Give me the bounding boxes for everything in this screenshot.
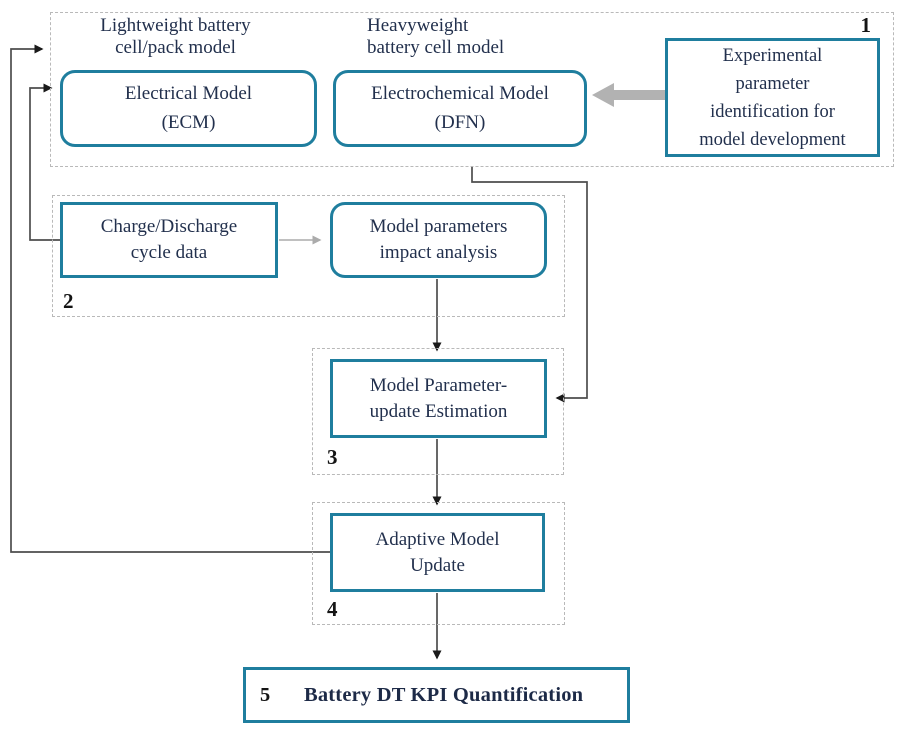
dfn-box-line2: (DFN)	[434, 112, 486, 133]
experimental-box-line4: model development	[699, 129, 846, 150]
kpi-box-label: Battery DT KPI Quantification	[303, 683, 584, 706]
adaptive-model-update-box: Adaptive Model Update	[330, 513, 545, 592]
section5-number: 5	[260, 683, 271, 706]
electrical-model-ecm-box: Electrical Model (ECM)	[60, 70, 317, 147]
experimental-box-line1: Experimental	[722, 45, 823, 66]
parameter-update-box-line2: update Estimation	[369, 400, 508, 422]
heavyweight-title-line2: battery cell model	[367, 37, 505, 58]
experimental-box-line2: parameter	[735, 73, 810, 94]
heavyweight-model-title: Heavyweight battery cell model	[367, 15, 567, 59]
electrochemical-model-dfn-box: Electrochemical Model (DFN)	[333, 70, 587, 147]
adaptive-update-box-line2: Update	[410, 554, 465, 576]
lightweight-title-line1: Lightweight battery	[100, 15, 251, 36]
impact-box-line1: Model parameters	[369, 216, 508, 237]
section4-number: 4	[327, 597, 338, 621]
section2-number: 2	[63, 289, 74, 313]
cycle-data-box-line1: Charge/Discharge	[100, 216, 238, 237]
heavyweight-title-line1: Heavyweight	[367, 15, 469, 36]
lightweight-title-line2: cell/pack model	[115, 37, 236, 58]
model-parameter-update-estimation-box: Model Parameter- update Estimation	[330, 359, 547, 438]
parameter-update-box-line1: Model Parameter-	[369, 374, 508, 396]
cycle-data-box-line2: cycle data	[130, 242, 208, 263]
lightweight-model-title: Lightweight battery cell/pack model	[78, 15, 273, 59]
battery-dt-kpi-quantification-box: 5 Battery DT KPI Quantification	[243, 667, 630, 723]
adaptive-update-box-line1: Adaptive Model	[375, 528, 500, 550]
impact-box-line2: impact analysis	[379, 242, 498, 263]
section1-number: 1	[860, 13, 872, 37]
section3-number: 3	[327, 445, 338, 469]
dfn-box-line1: Electrochemical Model	[371, 83, 549, 104]
experimental-parameter-identification-box: Experimental parameter identification fo…	[665, 38, 880, 157]
experimental-box-line3: identification for	[710, 101, 835, 122]
charge-discharge-cycle-data-box: Charge/Discharge cycle data	[60, 202, 278, 278]
model-parameters-impact-analysis-box: Model parameters impact analysis	[330, 202, 547, 278]
ecm-box-line1: Electrical Model	[124, 83, 253, 104]
ecm-box-line2: (ECM)	[161, 112, 216, 133]
